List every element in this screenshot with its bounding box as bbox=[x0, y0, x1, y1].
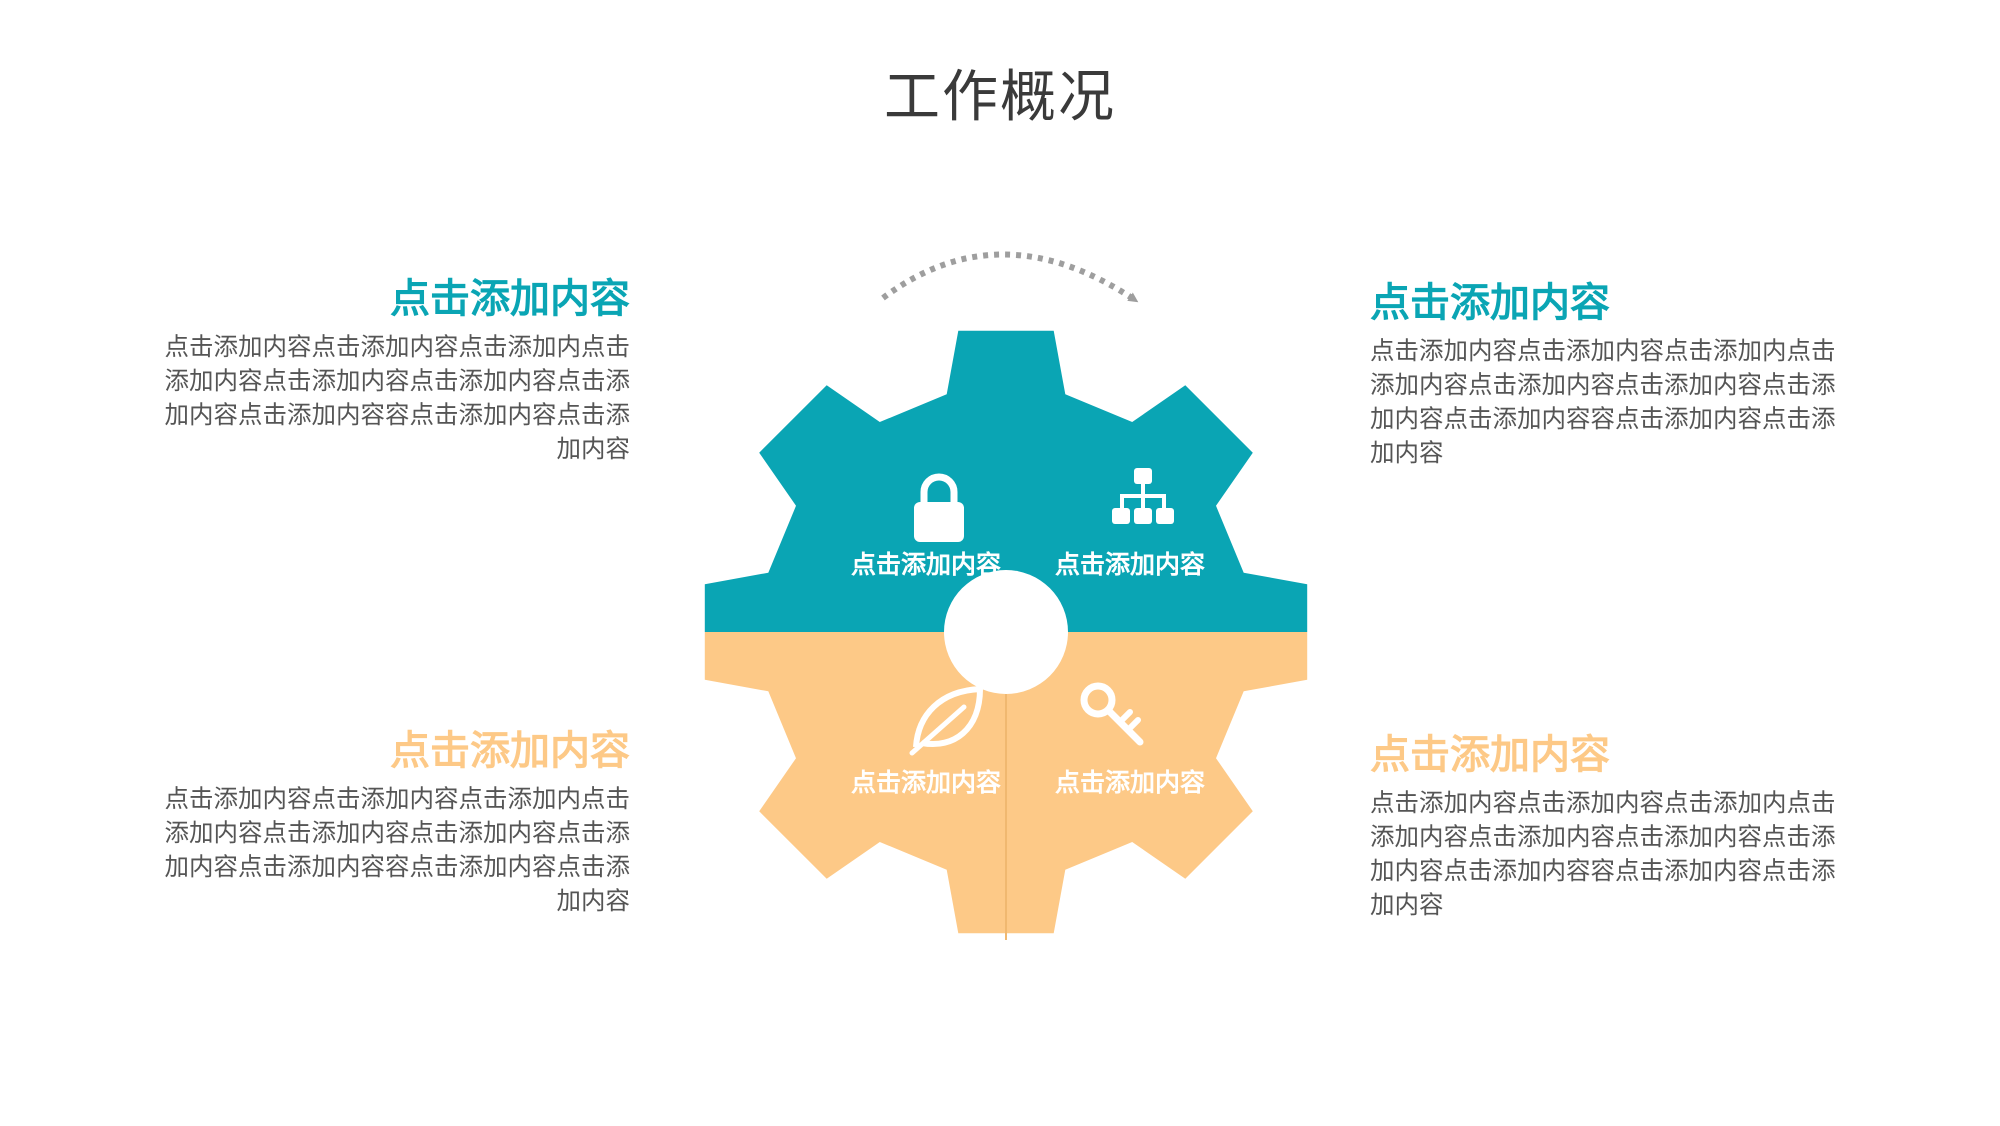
page-title: 工作概况 bbox=[884, 65, 1116, 130]
block-heading: 点击添加内容 bbox=[1370, 280, 1610, 326]
hierarchy-icon bbox=[1112, 468, 1174, 524]
block-body: 点击添加内容点击添加内容点击添加内点击添加内容点击添加内容点击添加内容点击添加内… bbox=[164, 784, 631, 915]
text-block-top-right: 点击添加内容 点击添加内容点击添加内容点击添加内点击添加内容点击添加内容点击添加… bbox=[1370, 274, 1845, 470]
block-heading: 点击添加内容 bbox=[1370, 732, 1610, 778]
segment-label-bottom-left: 点击添加内容 bbox=[851, 768, 1001, 797]
segment-label-top-right: 点击添加内容 bbox=[1055, 550, 1205, 579]
key-icon bbox=[1080, 682, 1144, 746]
segment-label-top-left: 点击添加内容 bbox=[851, 550, 1001, 579]
gear-center-hole bbox=[944, 570, 1068, 694]
block-body: 点击添加内容点击添加内容点击添加内点击添加内容点击添加内容点击添加内容点击添加内… bbox=[164, 332, 631, 463]
text-block-top-left: 点击添加内容 点击添加内容点击添加内容点击添加内点击添加内容点击添加内容点击添加… bbox=[155, 270, 631, 466]
block-heading: 点击添加内容 bbox=[390, 276, 630, 322]
text-block-bottom-right: 点击添加内容 点击添加内容点击添加内容点击添加内点击添加内容点击添加内容点击添加… bbox=[1370, 726, 1845, 922]
rotation-arrow bbox=[881, 251, 1139, 303]
lock-icon bbox=[914, 473, 964, 542]
segment-label-bottom-right: 点击添加内容 bbox=[1055, 768, 1205, 797]
block-body: 点击添加内容点击添加内容点击添加内点击添加内容点击添加内容点击添加内容点击添加内… bbox=[1370, 336, 1836, 467]
block-body: 点击添加内容点击添加内容点击添加内点击添加内容点击添加内容点击添加内容点击添加内… bbox=[1370, 788, 1836, 919]
gear-diagram: 点击添加内容 点击添加内容 点击添加内容 点击添加内容 bbox=[704, 251, 1308, 940]
gear-top-half bbox=[704, 330, 1308, 632]
text-block-bottom-left: 点击添加内容 点击添加内容点击添加内容点击添加内点击添加内容点击添加内容点击添加… bbox=[155, 722, 631, 918]
leaf-icon bbox=[909, 686, 983, 756]
block-heading: 点击添加内容 bbox=[390, 728, 630, 774]
